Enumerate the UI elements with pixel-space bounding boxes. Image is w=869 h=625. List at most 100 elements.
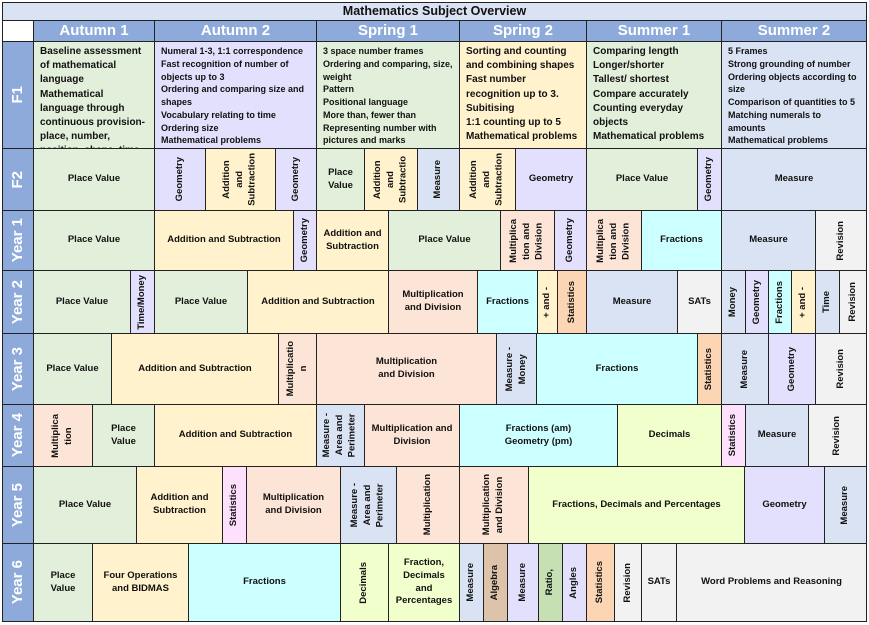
topic-cell: Measure <box>824 466 867 544</box>
row-label: Year 6 <box>2 543 34 622</box>
topic-cell-text: Geometry <box>564 218 576 263</box>
topic-cell: Place Value <box>154 270 248 334</box>
topic-cell-text: Word Problems and Reasoning <box>701 576 842 588</box>
topic-cell-text: Multiplica tion <box>50 413 74 458</box>
topic-cell: Revision <box>808 404 867 467</box>
topic-cell-text: Geometry <box>289 157 301 202</box>
topic-cell-text: Measure <box>757 429 797 441</box>
topic-cell-text: Fractions <box>773 280 785 324</box>
f1-cell: Comparing length Longer/shorter Tallest/… <box>586 41 722 149</box>
topic-cell: Fractions <box>768 270 792 334</box>
topic-cell: Word Problems and Reasoning <box>676 543 867 622</box>
topic-cell: Addition and Subtraction <box>205 148 276 211</box>
topic-cell-text: Place Value <box>46 362 99 374</box>
topic-cell-text: Place Value <box>67 234 121 246</box>
topic-cell-text: Fraction, Decimals and Percentages <box>395 556 453 607</box>
topic-cell-text: SATs <box>688 295 711 307</box>
topic-cell-text: Addition and Subtraction <box>221 153 258 206</box>
topic-cell-text: Addition and Subtraction <box>323 227 382 252</box>
topic-cell-text: Place Value <box>174 295 228 307</box>
topic-cell-text: Revision <box>831 415 843 456</box>
topic-cell: Measure - Area and Perimeter <box>340 466 397 544</box>
topic-cell: Statistics <box>222 466 247 544</box>
topic-cell: Geometry <box>768 333 816 405</box>
topic-cell: Multiplication and Division <box>459 466 529 544</box>
term-header-text: Spring 2 <box>492 21 553 39</box>
topic-cell-text: Algebra <box>489 564 501 601</box>
topic-cell-text: Measure <box>465 563 477 602</box>
topic-cell: Money <box>721 270 746 334</box>
topic-cell: Place Value <box>33 210 155 271</box>
topic-cell: Multiplica tion <box>33 404 93 467</box>
topic-cell: Addition and Subtractio <box>364 148 418 211</box>
topic-cell: Measure <box>721 333 769 405</box>
term-header: Summer 1 <box>586 20 722 42</box>
topic-cell: Geometry <box>744 466 825 544</box>
f1-cell-text: Sorting and counting and combining shape… <box>466 46 578 143</box>
topic-cell-text: Multiplicatio n <box>284 341 309 397</box>
topic-cell-text: Angles <box>568 566 580 599</box>
row-label-text: F2 <box>8 170 26 189</box>
f1-cell-text: Comparing length Longer/shorter Tallest/… <box>593 46 705 143</box>
topic-cell-text: Statistics <box>594 561 606 604</box>
topic-cell: Place Value <box>92 404 155 467</box>
topic-cell: Multiplication and Division <box>316 333 497 405</box>
page-title-text: Mathematics Subject Overview <box>342 4 527 19</box>
topic-cell-text: Measure <box>738 349 750 389</box>
term-header: Autumn 2 <box>154 20 317 42</box>
row-label: Year 4 <box>2 404 34 467</box>
topic-cell: Place Value <box>33 333 112 405</box>
row-label-text: Year 6 <box>8 560 26 605</box>
topic-cell-text: Addition and Subtraction <box>468 153 505 206</box>
topic-cell: Measure <box>459 543 484 622</box>
topic-cell-text: SATs <box>647 576 671 588</box>
topic-cell-text: Addition and Subtractio <box>371 156 409 203</box>
topic-cell-text: Statistics <box>703 347 715 391</box>
topic-cell: Multiplica tion and Division <box>500 210 555 271</box>
topic-cell-text: Measure <box>749 234 788 246</box>
topic-cell-text: Multiplication and Division <box>402 289 464 313</box>
topic-cell: Place Value <box>388 210 501 271</box>
topic-cell: Decimals <box>617 404 722 467</box>
topic-cell-text: Place Value <box>615 173 669 185</box>
topic-cell-text: Time <box>821 290 833 313</box>
topic-cell-text: Measure - Area and Perimeter <box>349 482 386 528</box>
topic-cell-text: Addition and Subtraction <box>138 362 252 374</box>
topic-cell: Fraction, Decimals and Percentages <box>388 543 460 622</box>
topic-cell: Geometry <box>554 210 587 271</box>
topic-cell: Measure - Area and Perimeter <box>316 404 365 467</box>
topic-cell-text: Multiplication and Division <box>371 422 453 447</box>
topic-cell: Addition and Subtraction <box>316 210 389 271</box>
topic-cell: Statistics <box>721 404 746 467</box>
topic-cell: Fractions (am) Geometry (pm) <box>459 404 618 467</box>
topic-cell: Place Value <box>586 148 698 211</box>
topic-cell: Multiplication and Division <box>364 404 460 467</box>
topic-cell-text: Place Value <box>58 498 112 510</box>
topic-cell: Addition and Subtraction <box>247 270 389 334</box>
topic-cell-text: Geometry <box>785 346 797 392</box>
topic-cell: SATs <box>677 270 722 334</box>
topic-cell: Addition and Subtraction <box>154 404 317 467</box>
topic-cell: Ratio, <box>538 543 563 622</box>
topic-cell-text: Measure - Area and Perimeter <box>321 413 358 458</box>
topic-cell-text: Multiplica tion and Division <box>594 218 632 263</box>
topic-cell: Multiplication and Division <box>388 270 478 334</box>
topic-cell-text: + and - <box>797 286 809 318</box>
topic-cell-text: Multiplication and Division <box>375 356 438 380</box>
topic-cell-text: Fractions <box>595 362 639 374</box>
topic-cell: Geometry <box>515 148 587 211</box>
topic-cell-text: Geometry <box>703 157 715 202</box>
topic-cell: Place Value <box>33 543 93 622</box>
topic-cell: Revision <box>815 333 867 405</box>
topic-cell: Measure <box>745 404 809 467</box>
topic-cell-text: Addition and Subtraction <box>178 429 293 441</box>
topic-cell-text: Place Value <box>55 295 109 307</box>
row-label: Year 5 <box>2 466 34 544</box>
topic-cell-text: Addition and Subtraction <box>261 295 375 307</box>
row-label-f1: F1 <box>2 41 34 149</box>
topic-cell: Addition and Subtraction <box>154 210 294 271</box>
topic-cell-text: Multiplication <box>421 474 433 536</box>
topic-cell-text: Measure <box>432 160 444 199</box>
topic-cell: Place Value <box>33 466 137 544</box>
topic-cell: Place Value <box>33 148 155 211</box>
